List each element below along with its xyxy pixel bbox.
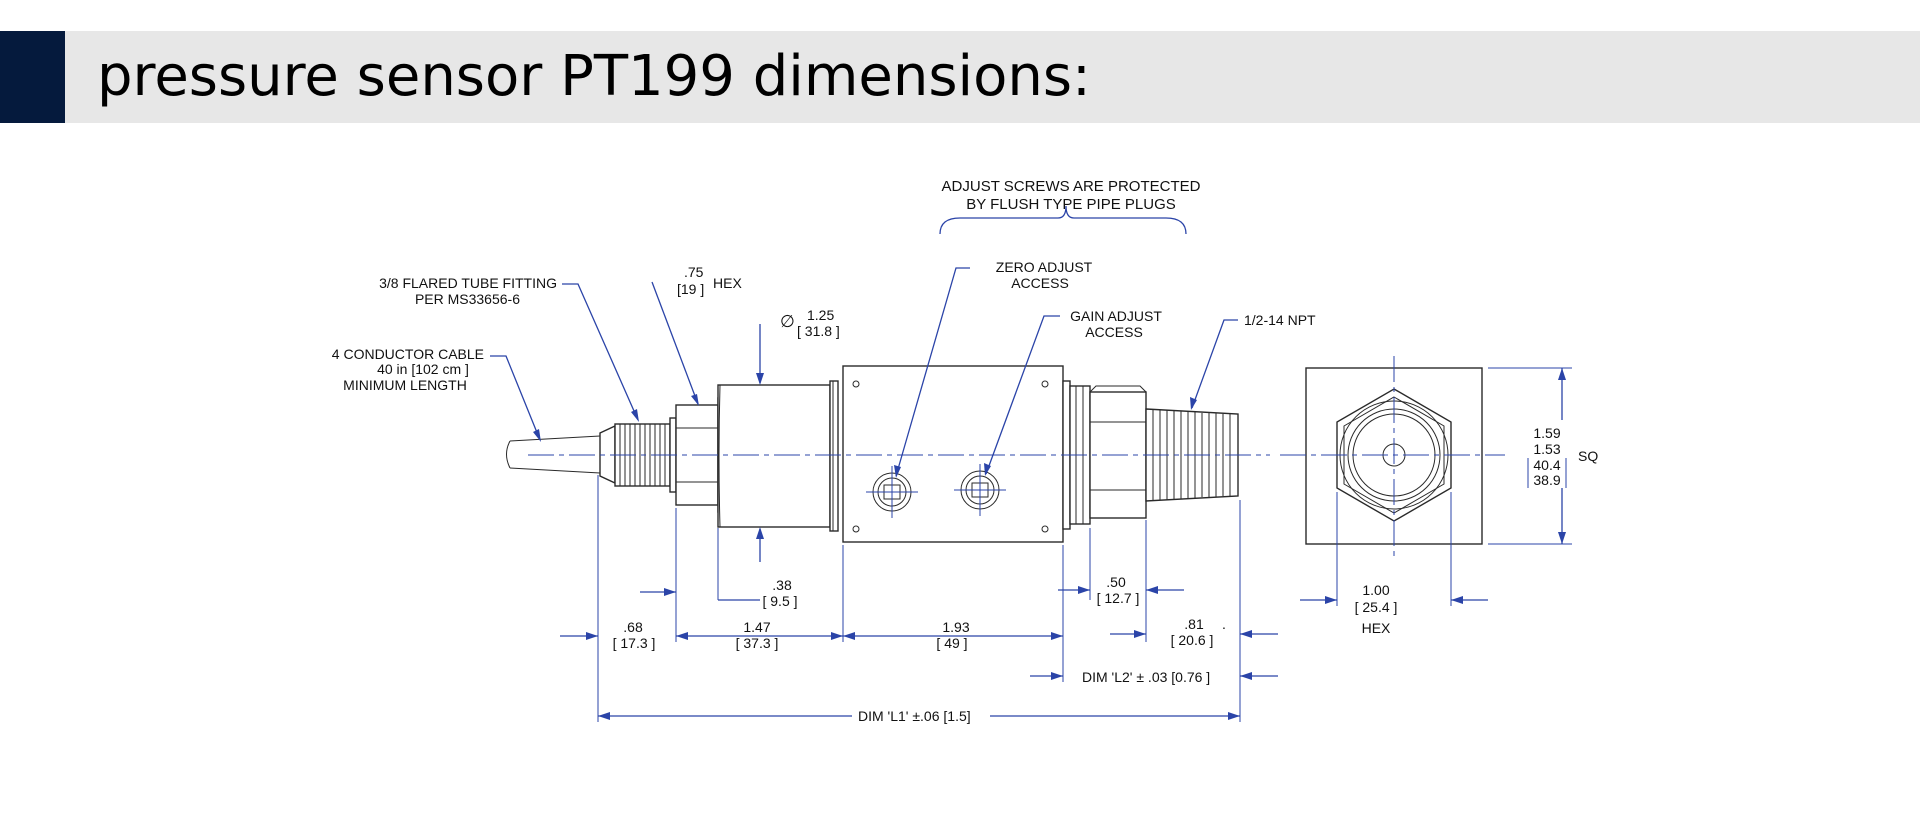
dim-193-mm: [ 49 ]	[936, 635, 967, 651]
diameter-symbol: ∅	[780, 312, 795, 331]
gain-adjust-plug	[954, 464, 1006, 516]
diameter-inch-label: 1.25	[807, 307, 834, 323]
title-accent-block	[0, 31, 65, 123]
dim-sq-inch-max: 1.59	[1533, 425, 1560, 441]
dim-050-inch: .50	[1106, 574, 1126, 590]
npt-label: 1/2-14 NPT	[1244, 312, 1316, 328]
dim-050-mm: [ 12.7 ]	[1097, 590, 1140, 606]
dim-068-mm: [ 17.3 ]	[613, 635, 656, 651]
dim-l1-label: DIM 'L1' ±.06 [1.5]	[858, 708, 971, 724]
dim-038-mm: [ 9.5 ]	[762, 593, 797, 609]
hex-mm-label: [19 ]	[677, 281, 704, 297]
page-title: pressure sensor PT199 dimensions:	[97, 44, 1091, 109]
diameter-mm-label: [ 31.8 ]	[797, 323, 840, 339]
dim-sq-mm-min: 38.9	[1533, 472, 1560, 488]
leader-lines	[490, 205, 1238, 478]
gain-adjust-label-line1: GAIN ADJUST	[1070, 308, 1162, 324]
dim-hex100-mm: [ 25.4 ]	[1355, 599, 1398, 615]
dim-hex100-inch: 1.00	[1362, 582, 1389, 598]
square-housing	[842, 365, 1064, 543]
dim-081-dot: .	[1222, 616, 1226, 632]
dim-l2-label: DIM 'L2' ± .03 [0.76 ]	[1082, 669, 1210, 685]
fitting-label-line2: PER MS33656-6	[415, 291, 520, 307]
dim-081-inch: .81	[1184, 616, 1204, 632]
cable-label-line2: 40 in [102 cm ]	[377, 361, 469, 377]
title-bar: pressure sensor PT199 dimensions:	[0, 31, 1920, 123]
dim-sq-label: SQ	[1578, 448, 1598, 464]
dim-068-inch: .68	[623, 619, 643, 635]
zero-adjust-label-line1: ZERO ADJUST	[996, 259, 1093, 275]
gain-adjust-label-line2: ACCESS	[1085, 324, 1143, 340]
zero-adjust-plug	[866, 466, 918, 518]
cable	[506, 435, 601, 474]
dimension-lines	[560, 324, 1566, 720]
dim-147-mm: [ 37.3 ]	[736, 635, 779, 651]
annotation-labels: ADJUST SCREWS ARE PROTECTED BY FLUSH TYP…	[332, 178, 1316, 393]
sensor-end-view	[1280, 356, 1505, 556]
cable-label-line3: MINIMUM LENGTH	[343, 377, 467, 393]
adjust-screws-label-line1: ADJUST SCREWS ARE PROTECTED	[942, 178, 1201, 195]
dim-038-inch: .38	[772, 577, 792, 593]
cylinder-body	[717, 380, 839, 532]
dim-147-inch: 1.47	[743, 619, 770, 635]
dim-081-mm: [ 20.6 ]	[1171, 632, 1214, 648]
extension-lines	[597, 367, 1572, 722]
cable-label-line1: 4 CONDUCTOR CABLE	[332, 346, 484, 362]
sensor-side-view	[506, 365, 1270, 543]
dim-sq-mm-max: 40.4	[1533, 457, 1560, 473]
dimension-labels: .38 [ 9.5 ] .68 [ 17.3 ] 1.47 [ 37.3 ] 1…	[613, 425, 1599, 724]
adjust-screws-label-line2: BY FLUSH TYPE PIPE PLUGS	[966, 196, 1176, 213]
dim-hex100-label: HEX	[1362, 620, 1391, 636]
zero-adjust-label-line2: ACCESS	[1011, 275, 1069, 291]
dim-193-inch: 1.93	[942, 619, 969, 635]
fitting-label-line1: 3/8 FLARED TUBE FITTING	[379, 275, 557, 291]
outlet-hex	[1089, 385, 1147, 519]
dim-sq-inch-min: 1.53	[1533, 441, 1560, 457]
hex-label: HEX	[713, 275, 742, 291]
hex-inch-label: .75	[684, 264, 704, 280]
